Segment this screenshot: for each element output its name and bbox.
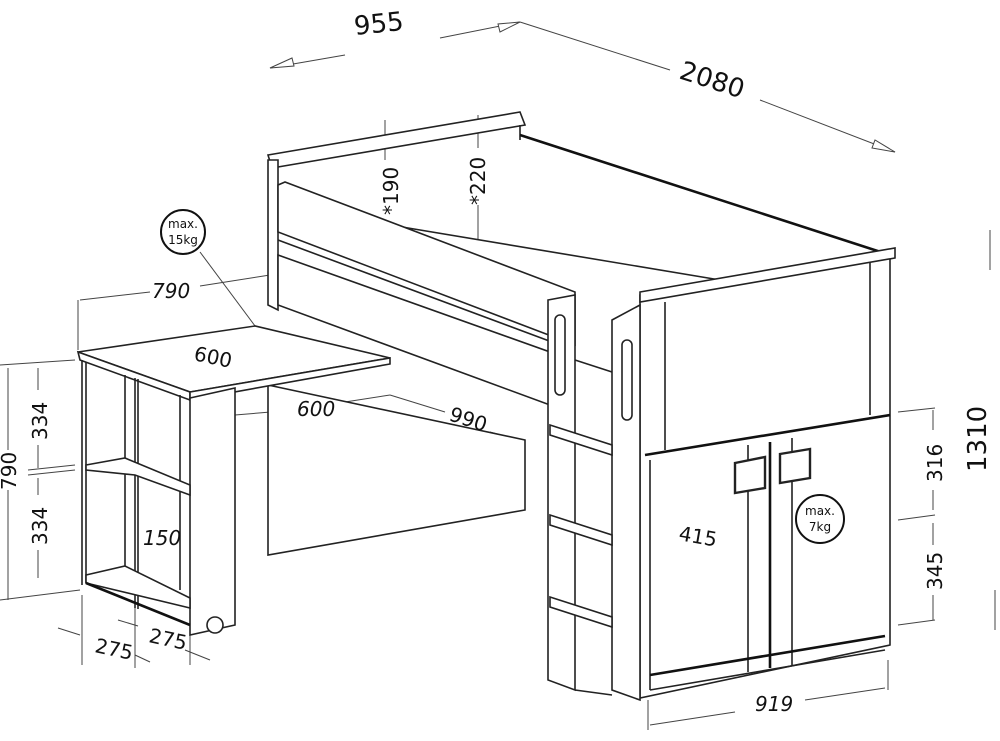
dim-label: 2080 — [676, 56, 748, 105]
dim-label: *190 — [379, 167, 403, 215]
load-badge-shelf: max. 7kg — [795, 494, 845, 544]
dim-label: 275 — [93, 633, 135, 664]
dim-label: 275 — [147, 623, 189, 654]
dim-label: 600 — [297, 397, 335, 421]
dim-label: 1310 — [963, 406, 993, 472]
dim-label: 919 — [755, 692, 793, 716]
dim-label: 345 — [923, 552, 947, 590]
badge-line: 7kg — [809, 520, 831, 534]
ladder — [547, 294, 613, 696]
desk — [76, 325, 526, 636]
door-handle — [778, 447, 812, 485]
dim-label: 316 — [923, 444, 947, 482]
dim-label: 150 — [143, 526, 181, 550]
bed-frame — [266, 111, 891, 407]
dim-label: *220 — [466, 157, 490, 205]
badge-line: max. — [168, 217, 198, 231]
dim-label: 955 — [353, 7, 406, 42]
dim-label: 790 — [152, 279, 190, 303]
dim-label: 790 — [0, 452, 21, 490]
caster-wheel — [206, 616, 224, 634]
door-handle — [733, 455, 767, 495]
dim-label: 334 — [28, 402, 52, 440]
load-badge-desk: max. 15kg — [160, 209, 206, 255]
badge-line: 15kg — [168, 233, 198, 247]
badge-line: max. — [805, 504, 835, 518]
footboard-cabinet — [611, 247, 896, 702]
dim-label: 334 — [28, 507, 52, 545]
